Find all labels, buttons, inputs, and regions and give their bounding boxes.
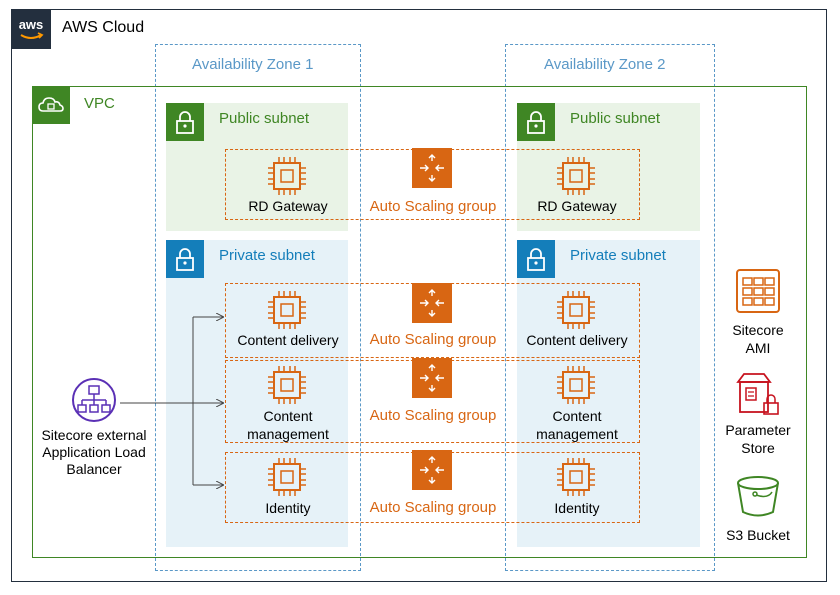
auto-scaling-group-label: Auto Scaling group: [369, 198, 497, 215]
instance-label-rd-gateway-az2: RD Gateway: [537, 198, 617, 214]
vpc-group: [32, 86, 807, 558]
instance-label-content-management-az1-line1: Content: [263, 408, 313, 424]
instance-label-content-delivery-az2: Content delivery: [526, 332, 628, 348]
instance-label-content-management-az2-line1: Content: [552, 408, 602, 424]
lock-icon: [517, 240, 555, 278]
instance-label-content-management-az1-line2: management: [247, 426, 329, 442]
auto-scaling-icon: [412, 358, 452, 398]
auto-scaling-group-label: Auto Scaling group: [369, 499, 497, 516]
load-balancer-label-line3: Balancer: [66, 461, 122, 477]
ec2-instance-icon: [267, 156, 307, 196]
load-balancer-icon: [72, 378, 116, 422]
aws-logo-text: aws: [19, 17, 44, 32]
vpc-cloud-icon: [32, 86, 70, 124]
private-subnet-az2: [517, 240, 700, 547]
instance-label-identity-az1: Identity: [265, 500, 311, 516]
public-subnet-label-az1: Public subnet: [219, 110, 310, 127]
ec2-instance-icon: [556, 365, 596, 405]
lock-icon: [517, 103, 555, 141]
ec2-instance-icon: [556, 290, 596, 330]
load-balancer-label-line2: Application Load: [42, 444, 146, 460]
private-subnet-az1: [166, 240, 348, 547]
parameter-store-label-line1: Parameter: [725, 422, 791, 438]
availability-zone-1: [155, 44, 361, 571]
az2-label: Availability Zone 2: [544, 56, 666, 73]
instance-label-content-management-az2-line2: management: [536, 426, 618, 442]
vpc-label: VPC: [84, 95, 115, 112]
auto-scaling-icon: [412, 148, 452, 188]
lock-icon: [166, 103, 204, 141]
ec2-instance-icon: [267, 457, 307, 497]
public-subnet-label-az2: Public subnet: [570, 110, 661, 127]
auto-scaling-icon: [412, 450, 452, 490]
instance-label-identity-az2: Identity: [554, 500, 600, 516]
availability-zone-2: [505, 44, 715, 571]
auto-scaling-icon: [412, 283, 452, 323]
instance-label-rd-gateway-az1: RD Gateway: [248, 198, 328, 214]
ami-label-line2: AMI: [745, 340, 771, 356]
aws-cloud-group: [11, 9, 827, 582]
ec2-instance-icon: [556, 156, 596, 196]
s3-bucket-icon: [737, 476, 779, 517]
aws-logo-icon: aws: [11, 9, 51, 49]
ec2-instance-icon: [556, 457, 596, 497]
private-subnet-label-az2: Private subnet: [570, 247, 666, 264]
auto-scaling-group-label: Auto Scaling group: [369, 331, 497, 348]
az1-label: Availability Zone 1: [192, 56, 314, 73]
ami-icon: [736, 269, 780, 313]
parameter-store-icon: [736, 373, 779, 415]
instance-label-content-delivery-az1: Content delivery: [237, 332, 339, 348]
parameter-store-label-line2: Store: [741, 440, 775, 456]
auto-scaling-group-label: Auto Scaling group: [369, 407, 497, 424]
s3-bucket-label: S3 Bucket: [726, 527, 790, 543]
ami-label-line1: Sitecore: [732, 322, 784, 338]
aws-cloud-label: AWS Cloud: [62, 19, 145, 36]
ec2-instance-icon: [267, 290, 307, 330]
lock-icon: [166, 240, 204, 278]
private-subnet-label-az1: Private subnet: [219, 247, 315, 264]
ec2-instance-icon: [267, 365, 307, 405]
connector-lines: [120, 317, 223, 485]
load-balancer-label-line1: Sitecore external: [41, 427, 147, 443]
